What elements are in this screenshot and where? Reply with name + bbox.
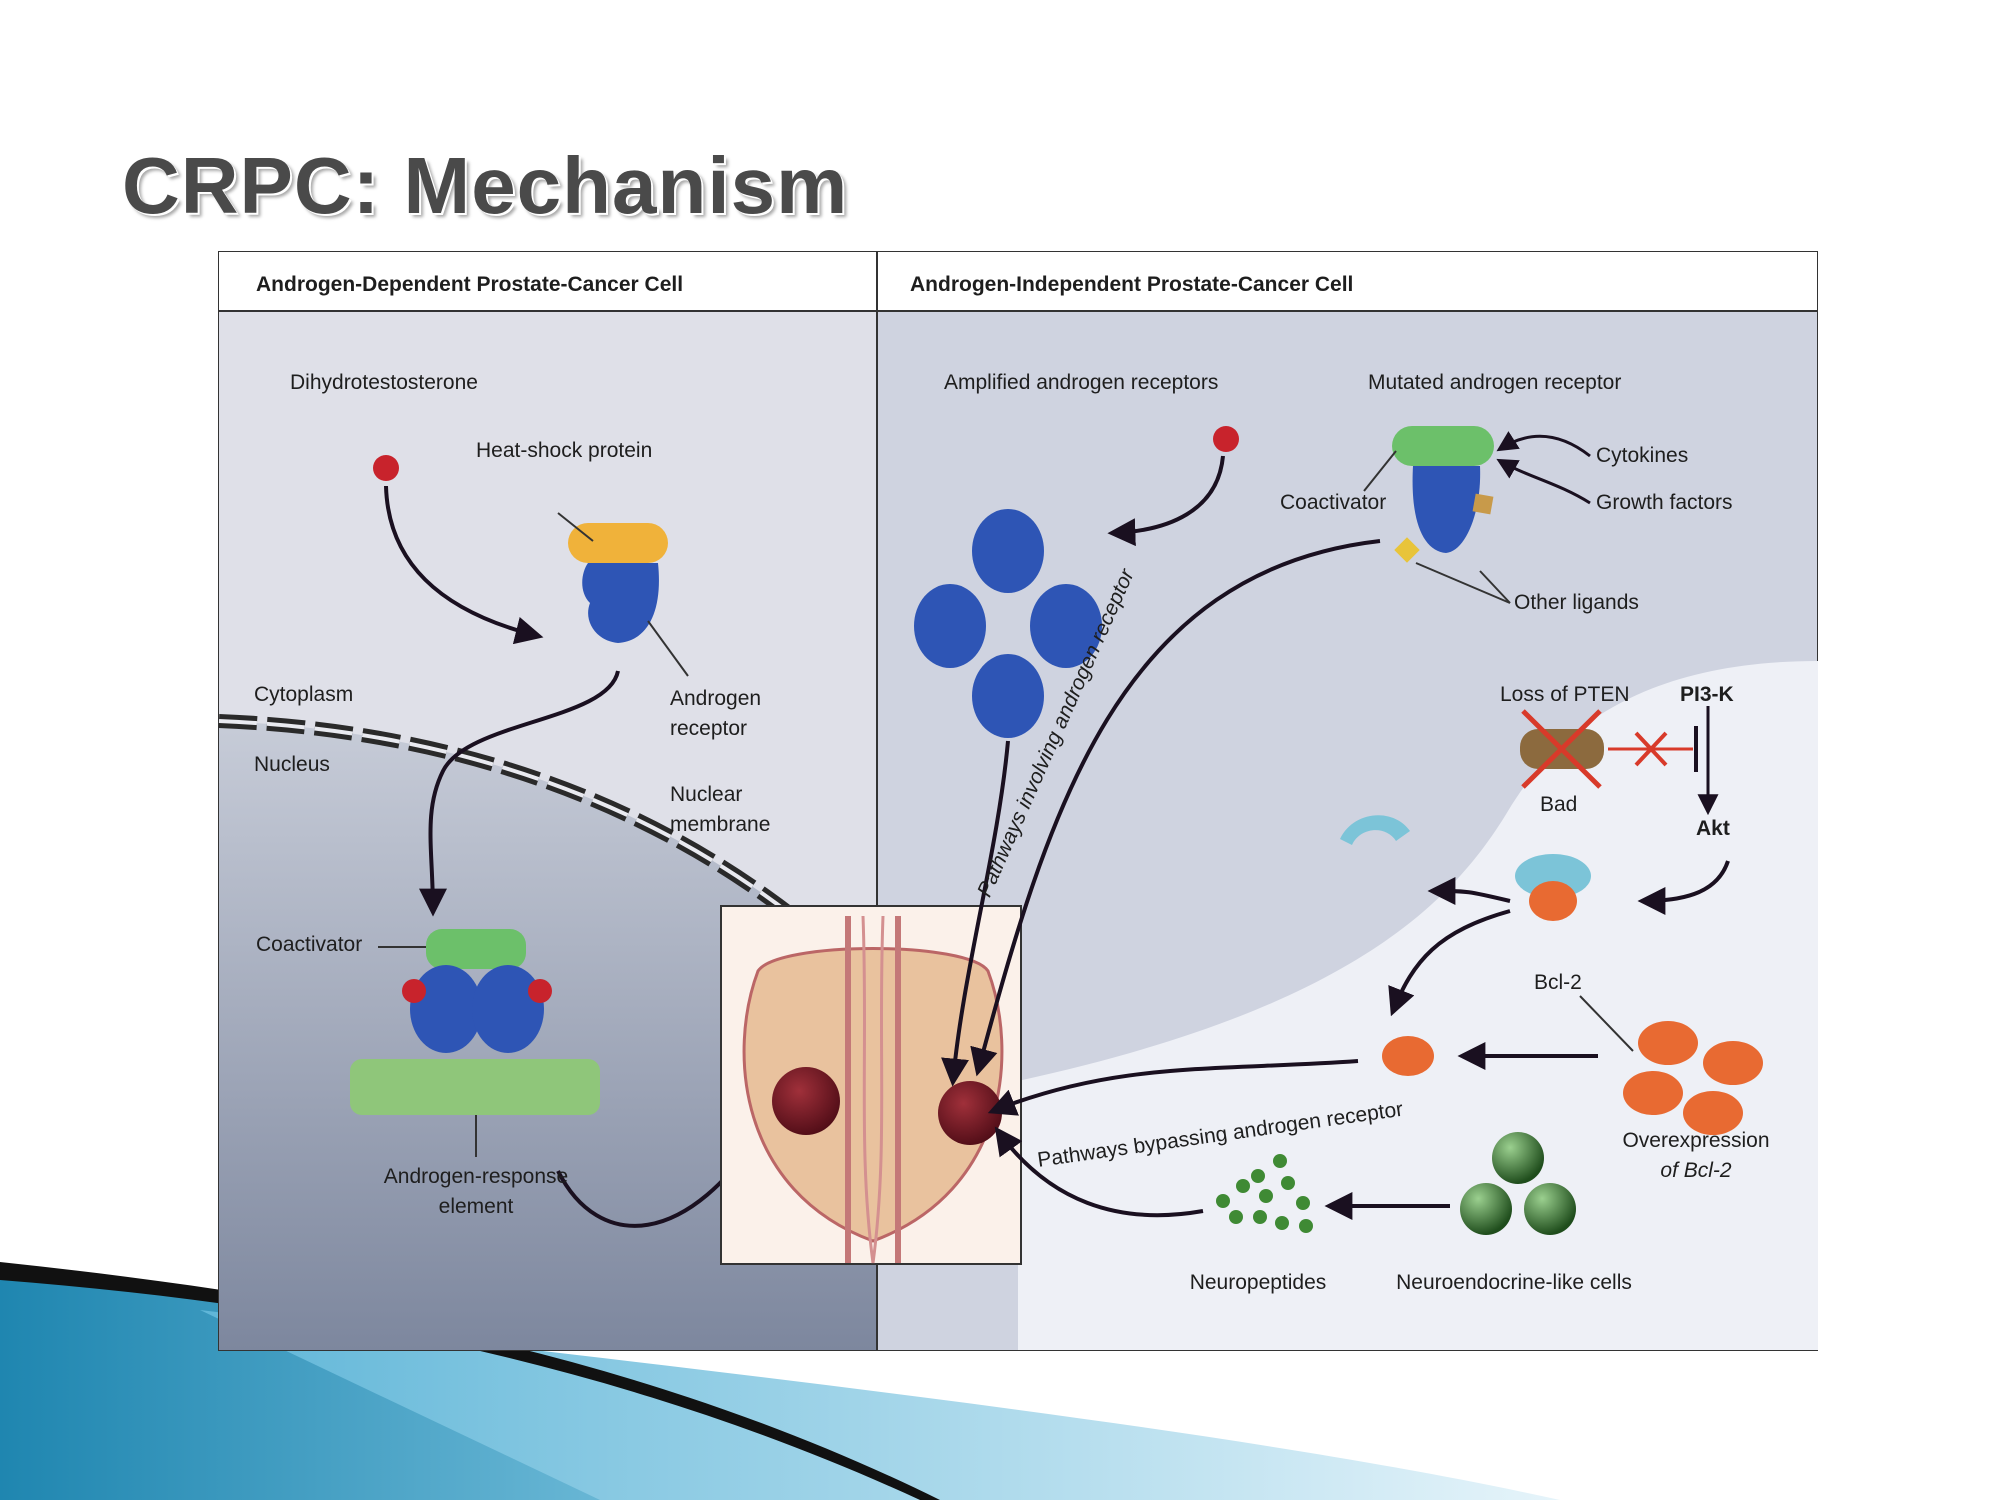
neuropeptides bbox=[1216, 1154, 1313, 1233]
label-overexpression-1: Overexpression bbox=[1622, 1129, 1770, 1152]
left-panel-header: Androgen-Dependent Prostate-Cancer Cell bbox=[256, 273, 684, 296]
released-bad bbox=[1340, 815, 1410, 845]
nucleus-region bbox=[219, 721, 878, 1350]
label-coactivator-right: Coactivator bbox=[1280, 491, 1387, 514]
label-neuropeptides: Neuropeptides bbox=[1189, 1271, 1327, 1294]
label-growth-factors: Growth factors bbox=[1596, 491, 1733, 514]
overexpressed-bcl2 bbox=[1623, 1021, 1763, 1135]
coactivator-right bbox=[1392, 426, 1494, 466]
tumor-left bbox=[772, 1067, 840, 1135]
ar-dimer-left bbox=[410, 965, 482, 1053]
heat-shock-protein bbox=[568, 523, 668, 563]
label-mutated-receptor: Mutated androgen receptor bbox=[1368, 371, 1622, 394]
dht-molecule bbox=[373, 455, 399, 481]
mutated-androgen-receptor bbox=[1412, 466, 1481, 553]
label-overexpression-2: of Bcl-2 bbox=[1660, 1159, 1732, 1182]
label-androgen-response-element-1: Androgen-response bbox=[383, 1165, 569, 1188]
label-coactivator-left: Coactivator bbox=[256, 933, 363, 956]
label-neuroendocrine-cells: Neuroendocrine-like cells bbox=[1396, 1271, 1632, 1294]
label-other-ligands: Other ligands bbox=[1514, 591, 1639, 614]
diagram-graphics bbox=[218, 251, 1818, 1351]
label-cytokines: Cytokines bbox=[1596, 444, 1689, 467]
label-cytoplasm: Cytoplasm bbox=[254, 683, 354, 706]
label-nuclear-membrane-1: Nuclear bbox=[670, 783, 743, 806]
label-dihydrotestosterone: Dihydrotestosterone bbox=[290, 371, 478, 394]
label-nucleus: Nucleus bbox=[254, 753, 330, 776]
label-heat-shock-protein: Heat-shock protein bbox=[476, 439, 653, 462]
coactivator-left bbox=[426, 929, 526, 969]
label-nuclear-membrane-2: membrane bbox=[670, 813, 771, 836]
label-bcl2: Bcl-2 bbox=[1534, 971, 1582, 994]
amplified-androgen-receptors bbox=[914, 509, 1102, 738]
right-panel-header: Androgen-Independent Prostate-Cancer Cel… bbox=[910, 273, 1354, 296]
label-amplified-receptors: Amplified androgen receptors bbox=[944, 371, 1219, 394]
label-bad: Bad bbox=[1540, 793, 1578, 816]
bcl2-in-complex bbox=[1529, 881, 1577, 921]
androgen-receptor bbox=[582, 563, 659, 643]
tumor-right bbox=[938, 1081, 1002, 1145]
label-androgen-receptor-1: Androgen bbox=[670, 687, 762, 710]
label-pi3k: PI3-K bbox=[1680, 683, 1734, 706]
crpc-diagram: Androgen-Dependent Prostate-Cancer Cell … bbox=[218, 251, 1818, 1351]
bad-protein bbox=[1515, 854, 1591, 898]
right-panel-lower-region bbox=[1018, 661, 1818, 1350]
label-androgen-response-element-2: element bbox=[438, 1195, 514, 1218]
androgen-response-element bbox=[350, 1059, 600, 1115]
free-bcl2 bbox=[1382, 1036, 1434, 1076]
label-androgen-receptor-2: receptor bbox=[670, 717, 748, 740]
label-akt: Akt bbox=[1696, 817, 1730, 840]
ar-dimer-right bbox=[472, 965, 544, 1053]
slide-title: CRPC: Mechanism bbox=[122, 141, 849, 230]
label-loss-of-pten: Loss of PTEN bbox=[1500, 683, 1630, 706]
neuroendocrine-cells bbox=[1460, 1132, 1576, 1235]
